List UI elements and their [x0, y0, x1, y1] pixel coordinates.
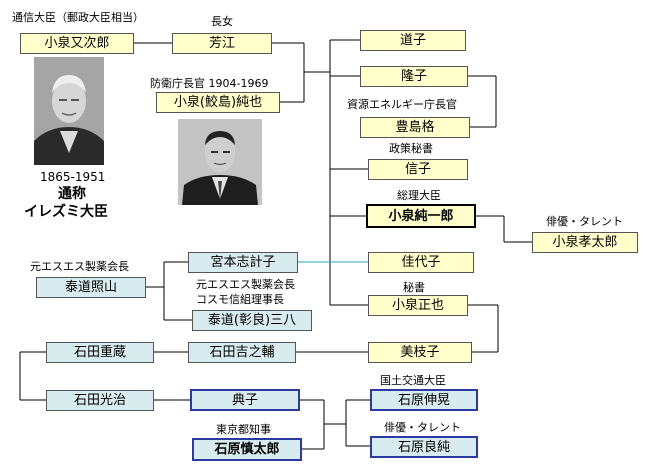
person-kotaro: 小泉孝太郎 — [532, 232, 638, 253]
junichiro-title: 総理大臣 — [397, 189, 441, 202]
person-shozan: 泰道照山 — [36, 277, 146, 298]
person-junichiro: 小泉純一郎 — [366, 204, 476, 228]
yoshie-role: 長女 — [211, 15, 233, 28]
masaya-title: 秘書 — [403, 281, 425, 294]
junya-title: 防衛庁長官 1904-1969 — [150, 77, 269, 90]
person-kayoko: 佳代子 — [368, 252, 474, 273]
junya-portrait — [178, 119, 262, 205]
person-shintaro: 石原慎太郎 — [192, 438, 302, 461]
person-nobuko: 信子 — [368, 159, 468, 180]
sanpachi-title-2: コスモ信組理事長 — [196, 293, 284, 306]
person-junya: 小泉(鮫島)純也 — [156, 92, 280, 113]
person-kichinosuke: 石田吉之輔 — [188, 342, 296, 363]
matajiro-portrait — [34, 57, 104, 165]
person-masaya: 小泉正也 — [368, 295, 468, 316]
person-matajiro: 小泉又次郎 — [20, 33, 134, 54]
matajiro-title: 通信大臣（郵政大臣相当） — [12, 11, 144, 24]
person-shikeko: 宮本志計子 — [188, 252, 298, 273]
toyoshima-title: 資源エネルギー庁長官 — [347, 98, 457, 111]
matajiro-nickname-label: 通称 — [58, 186, 86, 202]
nobuko-title: 政策秘書 — [389, 142, 433, 155]
person-yoshizumi: 石原良純 — [370, 436, 478, 458]
shintaro-title: 東京都知事 — [216, 423, 271, 436]
person-michiko: 道子 — [360, 30, 466, 51]
person-nobuteru: 石原伸晃 — [370, 389, 478, 411]
nobuteru-title: 国土交通大臣 — [380, 374, 446, 387]
person-sanpachi: 泰道(彰良)三八 — [192, 310, 312, 331]
sanpachi-title-1: 元エスエス製薬会長 — [196, 278, 295, 291]
matajiro-nickname: イレズミ大臣 — [24, 204, 108, 220]
person-yoshie: 芳江 — [172, 33, 272, 54]
person-toyoshima: 豊島格 — [360, 117, 470, 138]
person-mitsuji: 石田光治 — [46, 390, 154, 411]
kotaro-title: 俳優・タレント — [546, 215, 623, 228]
yoshizumi-title: 俳優・タレント — [384, 421, 461, 434]
matajiro-years: 1865-1951 — [40, 170, 106, 184]
shozan-title: 元エスエス製薬会長 — [30, 260, 129, 273]
person-noriko: 典子 — [190, 389, 300, 411]
person-mieko: 美枝子 — [368, 342, 472, 363]
person-takako: 隆子 — [360, 66, 468, 87]
person-shigezo: 石田重蔵 — [46, 342, 154, 363]
